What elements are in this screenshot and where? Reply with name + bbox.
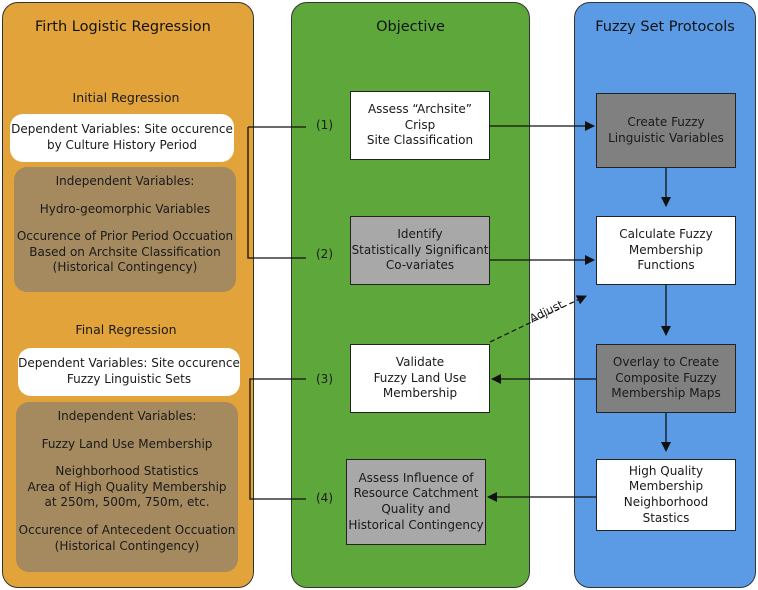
initial-regression-bracket — [247, 127, 306, 259]
objective-title: Objective — [376, 19, 445, 35]
protocol-step-1-line-1: Create Fuzzy — [627, 114, 705, 129]
protocol-step-4-line-4: Stastics — [642, 510, 690, 525]
protocol-step-4-line-2: Membership — [628, 479, 704, 494]
final-independent-heading: Independent Variables: — [57, 409, 197, 423]
objective-step-1-line-1: Assess “Archsite” — [367, 102, 473, 117]
adjust-dashed-arrow — [489, 295, 587, 343]
protocol-step-4-line-1: High Quality — [628, 463, 704, 478]
firth-regression-title: Firth Logistic Regression — [35, 19, 211, 35]
initial-dependent-box: Dependent Variables: Site occurence by C… — [10, 114, 234, 162]
final-dependent-line-1: Dependent Variables: Site occurence — [18, 356, 240, 371]
initial-independent-item-2-line-1: Occurence of Prior Period Occuation — [16, 229, 234, 244]
initial-independent-box: Independent Variables: Hydro-geomorphic … — [14, 167, 236, 292]
step-number-1: (1) — [316, 118, 333, 132]
initial-dependent-line-1: Dependent Variables: Site occurence — [11, 122, 233, 137]
objective-step-1-line-2: Crisp — [404, 117, 436, 132]
objective-step-3-line-1: Validate — [395, 355, 445, 370]
final-regression-bracket — [249, 378, 306, 500]
initial-independent-item-2-line-2: Based on Archsite Classification — [29, 244, 221, 259]
step-number-3: (3) — [316, 372, 333, 386]
protocol-step-4-box: High Quality Membership Neighborhood Sta… — [596, 459, 736, 531]
final-independent-item-3-line-1: Occurence of Antecedent Occuation — [18, 522, 236, 537]
initial-independent-item-2-line-3: (Historical Contingency) — [52, 260, 198, 275]
protocol-step-4-line-3: Neighborhood — [623, 495, 709, 509]
protocol-step-3-line-1: Overlay to Create — [612, 355, 720, 370]
objective-step-3-line-2: Fuzzy Land Use — [373, 370, 467, 385]
protocol-step-3-box: Overlay to Create Composite Fuzzy Member… — [596, 344, 736, 413]
protocol-step-1-line-2: Linguistic Variables — [608, 130, 724, 145]
protocol-step-1-box: Create Fuzzy Linguistic Variables — [596, 93, 736, 168]
final-regression-title: Final Regression — [75, 322, 177, 337]
final-independent-item-2-line-3: at 250m, 500m, 750m, etc. — [44, 495, 210, 510]
objective-step-2-line-2: Statistically Significant — [351, 242, 489, 257]
objective-step-2-line-3: Co-variates — [385, 258, 455, 273]
objective-step-4-box: Assess Influence of Resource Catchment Q… — [346, 459, 486, 545]
objective-step-4-line-4: Historical Contingency — [348, 517, 484, 532]
final-independent-item-1: Fuzzy Land Use Membership — [41, 436, 213, 451]
final-dependent-box: Dependent Variables: Site occurence Fuzz… — [18, 348, 240, 396]
final-dependent-line-2: Fuzzy Linguistic Sets — [66, 372, 192, 386]
step-number-4: (4) — [316, 491, 333, 505]
initial-independent-heading: Independent Variables: — [55, 174, 195, 188]
protocol-step-2-line-3: Functions — [637, 258, 695, 273]
final-independent-item-2-line-1: Neighborhood Statistics — [55, 464, 199, 479]
objective-step-1-line-3: Site Classification — [366, 133, 474, 148]
objective-step-1-box: Assess “Archsite” Crisp Site Classificat… — [350, 91, 490, 160]
objective-step-2-box: Identify Statistically Significant Co-va… — [350, 216, 490, 285]
objective-step-4-line-3: Quality and — [381, 502, 451, 516]
protocol-step-3-line-3: Membership Maps — [611, 386, 721, 401]
objective-step-4-line-1: Assess Influence of — [358, 470, 474, 485]
initial-dependent-line-2: by Culture History Period — [47, 138, 197, 152]
protocol-step-2-line-2: Membership — [628, 242, 704, 257]
protocol-step-3-line-2: Composite Fuzzy — [615, 370, 717, 385]
final-independent-item-2-line-2: Area of High Quality Membership — [27, 479, 227, 494]
objective-step-4-line-2: Resource Catchment — [353, 486, 479, 501]
protocol-step-2-box: Calculate Fuzzy Membership Functions — [596, 216, 736, 285]
initial-regression-title: Initial Regression — [72, 90, 180, 105]
step-number-2: (2) — [316, 247, 333, 261]
objective-step-2-line-1: Identify — [397, 227, 443, 242]
initial-independent-item-1: Hydro-geomorphic Variables — [39, 201, 211, 216]
fuzzy-set-title: Fuzzy Set Protocols — [595, 19, 735, 35]
protocol-step-2-line-1: Calculate Fuzzy — [619, 227, 713, 242]
final-independent-item-3-line-2: (Historical Contingency) — [54, 538, 200, 553]
final-independent-box: Independent Variables: Fuzzy Land Use Me… — [16, 402, 238, 572]
objective-step-3-line-3: Membership — [382, 386, 458, 401]
objective-step-3-box: Validate Fuzzy Land Use Membership — [350, 344, 490, 413]
